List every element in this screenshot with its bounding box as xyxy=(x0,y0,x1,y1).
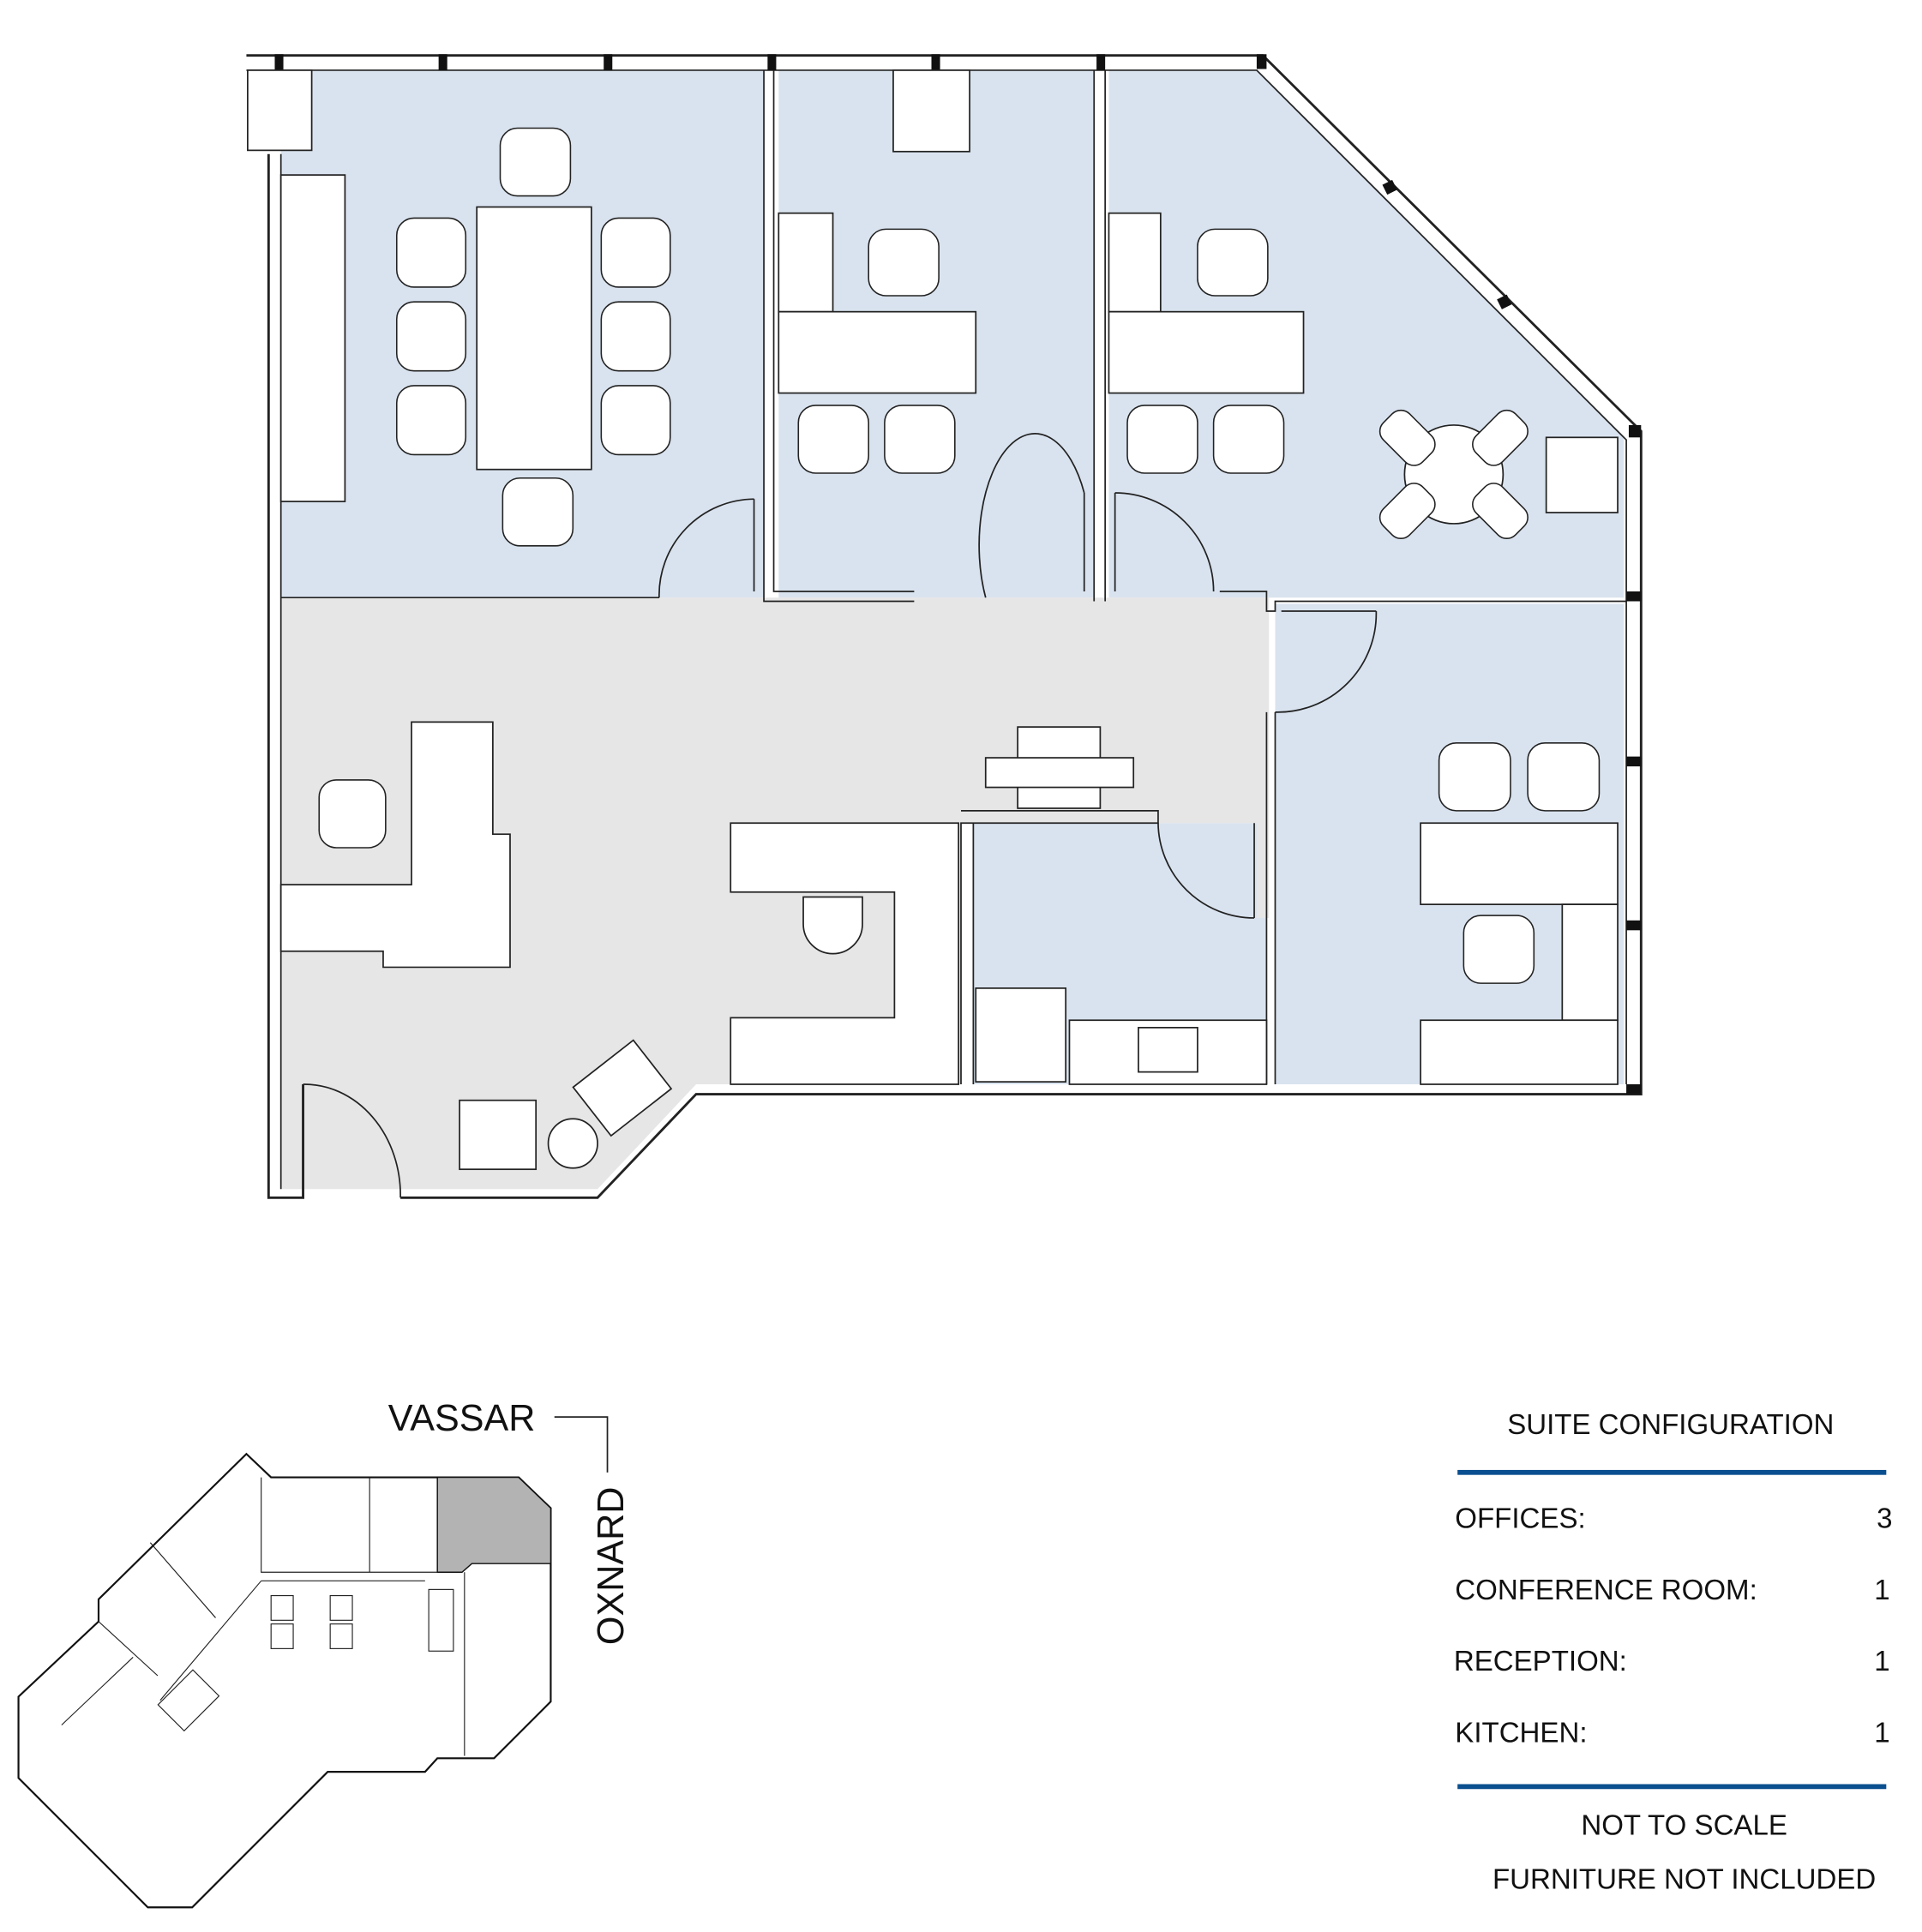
legend-rule-top xyxy=(1457,1469,1887,1475)
sink xyxy=(1138,1027,1198,1073)
key-plan-interior xyxy=(61,1477,465,1756)
desk xyxy=(1420,822,1619,905)
chairs xyxy=(318,127,1601,984)
desk xyxy=(1108,310,1305,394)
side-table xyxy=(547,1118,598,1169)
legend-value-offices: 3 xyxy=(1877,1503,1892,1534)
conference-table xyxy=(476,206,592,471)
desk xyxy=(778,310,977,394)
key-plan: VASSAR OXNARD xyxy=(17,1398,632,1909)
legend-label-offices: OFFICES: xyxy=(1455,1503,1585,1534)
leader-line xyxy=(554,1416,609,1473)
refrigerator xyxy=(975,987,1067,1083)
legend-rule-bottom xyxy=(1457,1784,1887,1790)
note-furniture: FURNITURE NOT INCLUDED xyxy=(1493,1864,1876,1896)
legend-label-reception: RECEPTION: xyxy=(1454,1646,1627,1677)
legend-value-reception: 1 xyxy=(1874,1646,1889,1677)
suite-floor-plan xyxy=(246,54,1643,1199)
highlighted-suite xyxy=(436,1476,552,1573)
legend-value-kitchen: 1 xyxy=(1874,1718,1889,1749)
lounge-chair xyxy=(459,1099,538,1171)
west-wall xyxy=(267,153,304,1199)
legend-value-conference: 1 xyxy=(1874,1575,1889,1606)
legend-label-kitchen: KITCHEN: xyxy=(1455,1718,1587,1749)
street-label-east: OXNARD xyxy=(591,1487,632,1645)
reception-desk xyxy=(279,721,511,969)
legend-label-conference: CONFERENCE ROOM: xyxy=(1455,1575,1757,1606)
suite-configuration-legend: SUITE CONFIGURATION OFFICES: 3 CONFERENC… xyxy=(1454,1409,1893,1895)
workroom-counter xyxy=(730,822,959,1085)
lounge-chair xyxy=(572,1039,673,1137)
window-mullions xyxy=(274,54,1642,1095)
street-label-north: VASSAR xyxy=(388,1398,536,1439)
note-not-to-scale: NOT TO SCALE xyxy=(1581,1809,1787,1841)
interior-walls xyxy=(280,69,1627,1198)
legend-title: SUITE CONFIGURATION xyxy=(1507,1409,1834,1441)
